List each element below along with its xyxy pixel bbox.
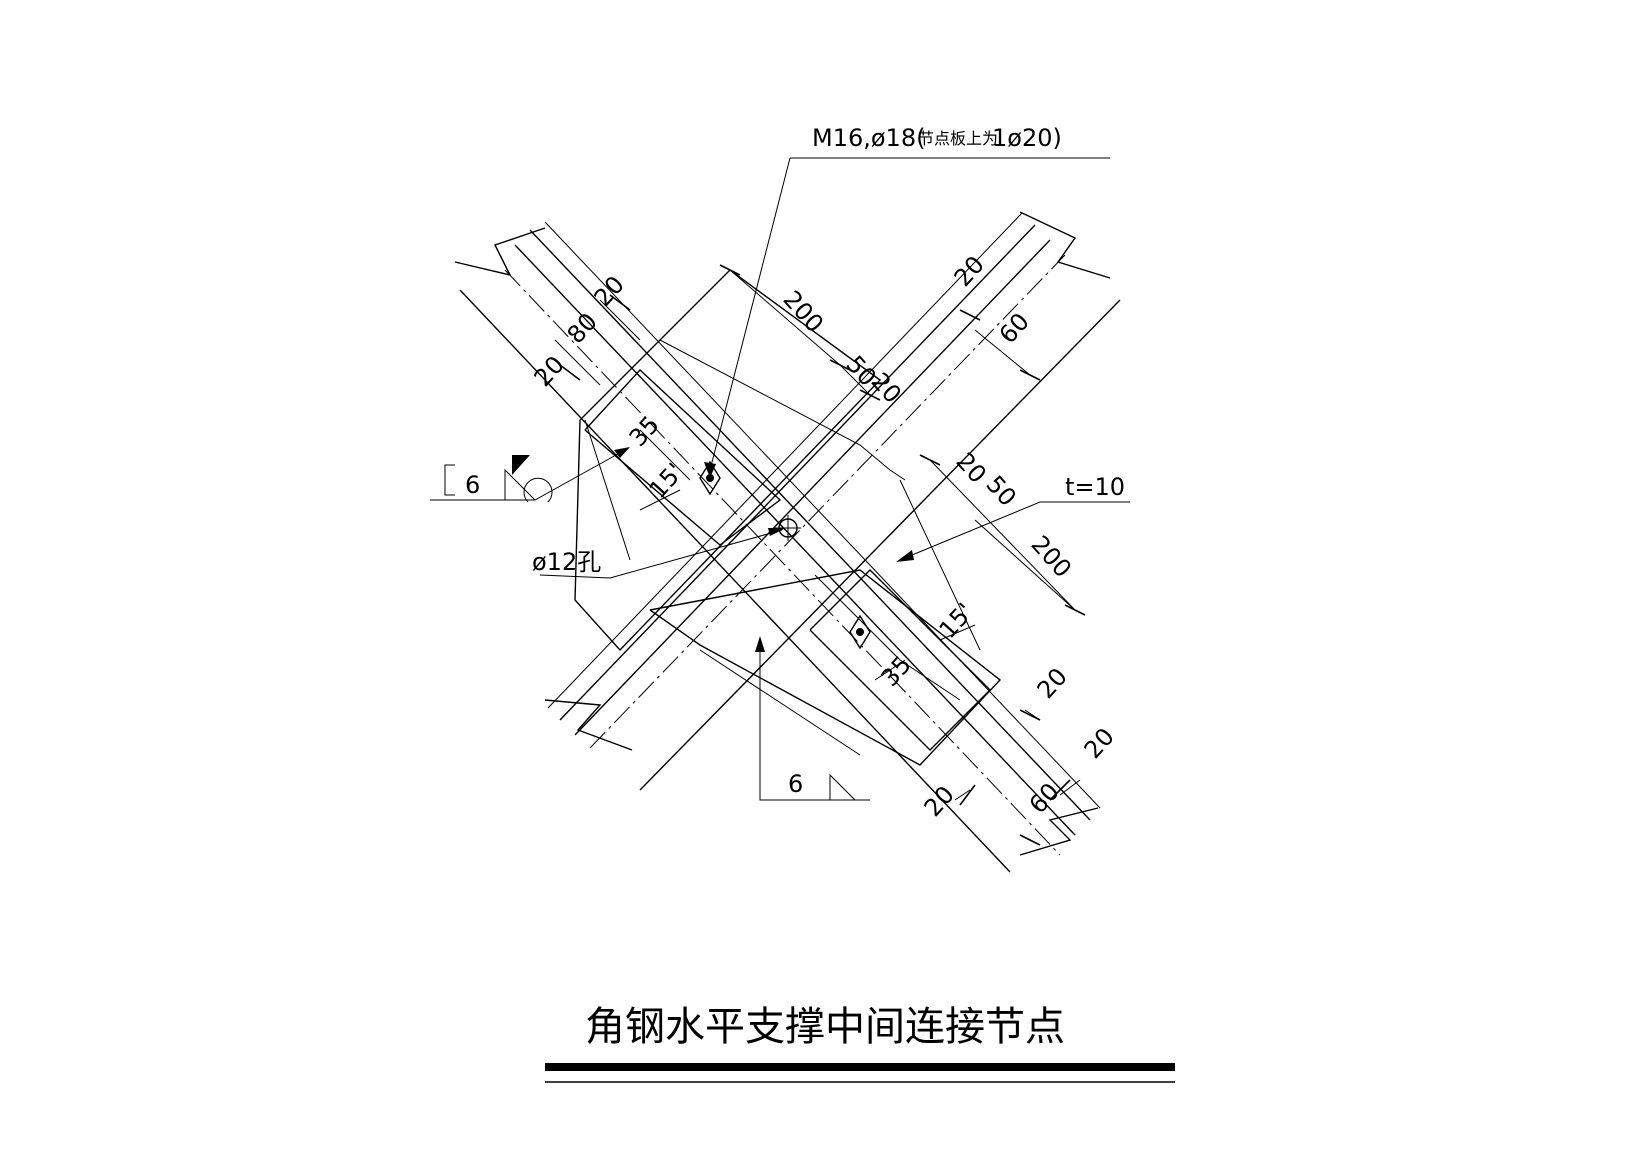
dim-200-lower: 200: [1026, 530, 1077, 583]
drawing-title: 角钢水平支撑中间连接节点: [585, 1004, 1065, 1050]
dim-60-upper: 60: [994, 308, 1035, 349]
bolt-callout-tail: 1ø20): [992, 124, 1062, 152]
leader-weld-left: [430, 447, 630, 501]
dim-20-h: 20: [919, 781, 960, 822]
bolt-callout-main: M16,ø18(: [812, 124, 925, 152]
angle-member-diagonal-b: [544, 211, 1121, 791]
leader-hole: [539, 528, 786, 579]
dim-200-upper: 200: [778, 285, 829, 338]
bolt-lower: [849, 614, 871, 650]
weld-size-left: 6: [465, 471, 480, 499]
dimension-lines: [554, 264, 1086, 846]
dim-15-lower: 15': [934, 598, 980, 644]
gusset-plate-lower: [649, 479, 1002, 766]
title-underline-thick: [545, 1063, 1175, 1071]
dim-20-c: 20: [529, 351, 570, 392]
bolt-callout-note: 节点板上为: [918, 129, 998, 148]
dim-20-g: 20: [1079, 723, 1120, 764]
dim-80: 80: [562, 308, 603, 349]
dim-35-upper: 35: [624, 411, 665, 452]
leader-plate-thickness: [896, 501, 1130, 562]
dim-20-e: 20: [951, 447, 992, 488]
leader-weld-bottom: [755, 636, 870, 801]
weld-size-bottom: 6: [788, 770, 803, 798]
weld-symbol-bottom: [829, 773, 856, 801]
splice-plate-lower: [809, 569, 991, 751]
dim-20-d: 20: [949, 251, 990, 292]
leader-bolt-callout: [704, 157, 1110, 478]
weld-symbol-left: [444, 455, 553, 503]
plate-thickness-callout: t=10: [1065, 473, 1125, 501]
dim-15-upper: 15': [644, 458, 690, 504]
gusset-plate-upper: [574, 269, 906, 652]
dim-60-lower: 60: [1024, 778, 1065, 819]
splice-plate-upper: [584, 369, 782, 546]
angle-member-diagonal-a: [454, 221, 1101, 873]
dim-35-lower: 35: [876, 651, 917, 692]
dim-20-f: 20: [1032, 663, 1073, 704]
hole-callout: ø12孔: [532, 548, 601, 576]
dim-50-lower: 50: [981, 470, 1022, 511]
